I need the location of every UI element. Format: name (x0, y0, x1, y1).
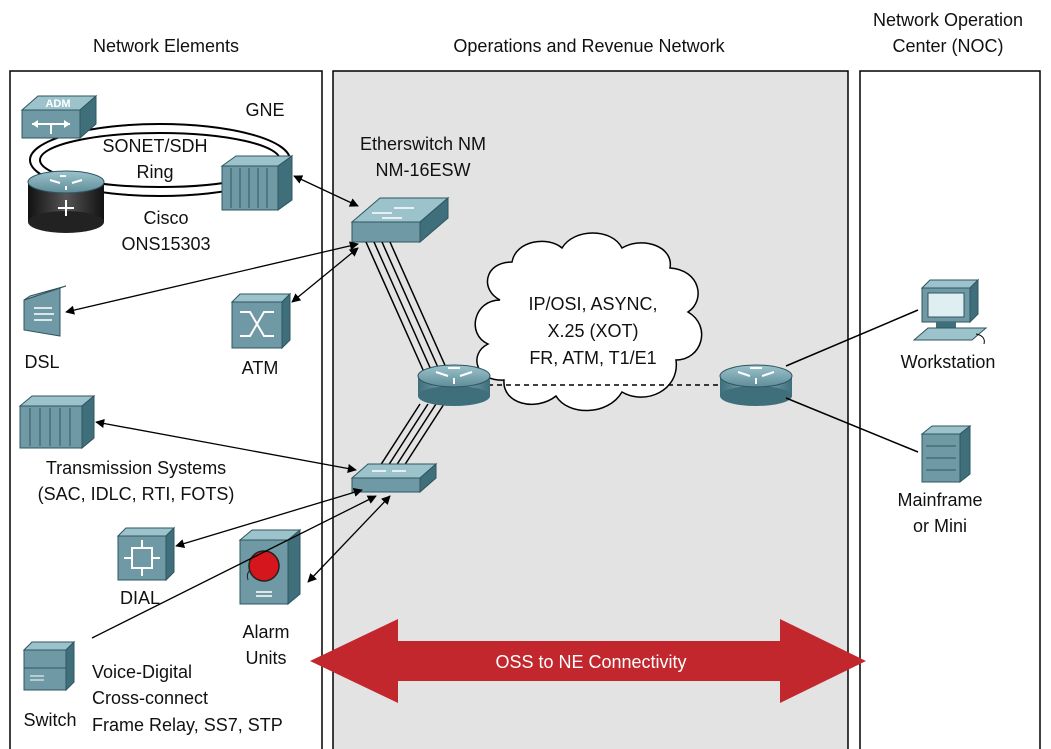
alarm-label-line1: Alarm (242, 622, 289, 642)
etherswitch-router-links (365, 241, 449, 373)
arrow-atm-etherswitch (291, 247, 359, 303)
cloud-label-line1: IP/OSI, ASYNC, (528, 294, 657, 314)
gne-label: GNE (245, 100, 284, 120)
connection-arrows (65, 175, 391, 639)
cloud-label-line3: FR, ATM, T1/E1 (529, 348, 656, 368)
voice-label-line3: Frame Relay, SS7, STP (92, 715, 283, 735)
voice-label-line1: Voice-Digital (92, 662, 192, 682)
access-switch-icon (350, 462, 438, 494)
workstation-label: Workstation (901, 352, 996, 372)
cloud-label-line2: X.25 (XOT) (547, 321, 638, 341)
dsl-icon (23, 285, 67, 337)
atm-icon (230, 292, 292, 350)
ring-label-line2: Ring (136, 162, 173, 182)
oss-connectivity-arrow (310, 619, 866, 703)
transmission-label-line1: Transmission Systems (46, 458, 226, 478)
header-network-elements: Network Elements (93, 36, 239, 56)
etherswitch-label-line2: NM-16ESW (375, 160, 470, 180)
alarm-label-line2: Units (245, 648, 286, 668)
etherswitch-icon (350, 196, 450, 244)
link-workstation (785, 309, 919, 367)
adm-icon (20, 94, 98, 140)
oss-connectivity-label: OSS to NE Connectivity (495, 652, 686, 672)
voice-switch-icon (22, 640, 76, 692)
header-noc-line1: Network Operation (873, 10, 1023, 30)
header-operations-network: Operations and Revenue Network (453, 36, 725, 56)
adm-label: ADM (45, 98, 70, 110)
wan-cloud (474, 232, 703, 412)
etherswitch-label-line1: Etherswitch NM (360, 134, 486, 154)
workstation-icon (912, 278, 988, 345)
cisco-label-line2: ONS15303 (121, 234, 210, 254)
dial-icon (116, 526, 176, 582)
transmission-label-line2: (SAC, IDLC, RTI, FOTS) (38, 484, 235, 504)
mainframe-label-line1: Mainframe (897, 490, 982, 510)
switch-label: Switch (23, 710, 76, 730)
gne-chassis-icon (220, 155, 294, 211)
atm-label: ATM (242, 358, 279, 378)
arrow-voice-switch (91, 495, 377, 639)
cisco-ons-icon (27, 170, 105, 233)
arrow-gne-etherswitch (293, 175, 359, 207)
noc-panel (859, 70, 1041, 749)
dial-label: DIAL (120, 588, 160, 608)
cisco-label-line1: Cisco (143, 208, 188, 228)
mainframe-label-line2: or Mini (913, 516, 967, 536)
router-left-icon (417, 364, 491, 406)
arrow-alarm-switch (307, 495, 391, 583)
mainframe-icon (920, 424, 972, 484)
alarm-unit-icon (238, 528, 302, 606)
ring-label-line1: SONET/SDH (102, 136, 207, 156)
router-switch-links (379, 403, 445, 467)
arrow-transmission-switch (95, 419, 357, 473)
dsl-label: DSL (24, 352, 59, 372)
voice-label-line2: Cross-connect (92, 688, 208, 708)
header-noc-line2: Center (NOC) (892, 36, 1003, 56)
transmission-systems-icon (18, 394, 96, 450)
link-mainframe (785, 397, 919, 453)
router-right-icon (719, 364, 793, 406)
